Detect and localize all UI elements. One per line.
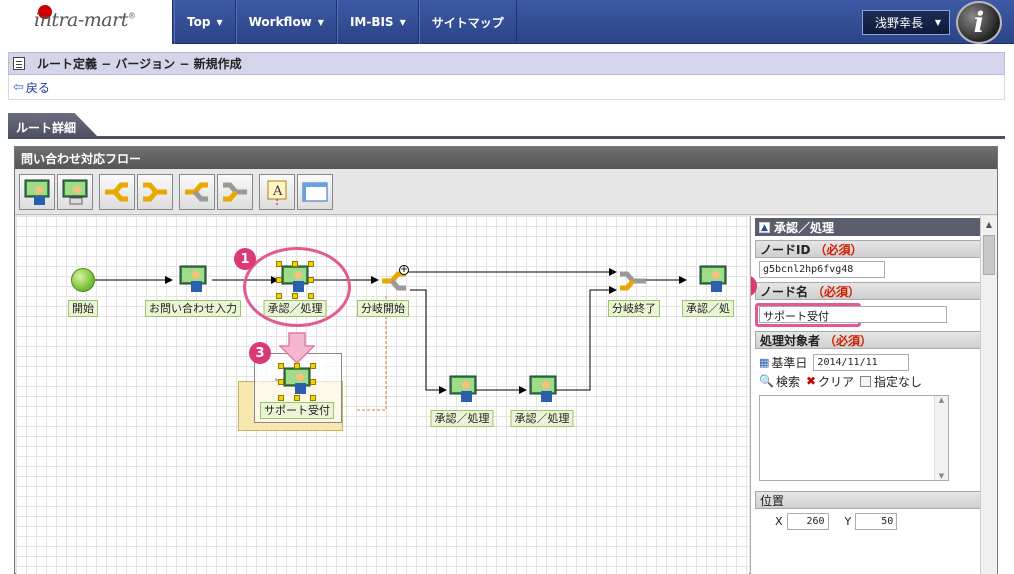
caret-down-icon: ▼ <box>399 17 406 27</box>
node-id-field[interactable]: g5bcnl2hp6fvg48 <box>759 261 885 278</box>
search-icon[interactable]: 🔍 <box>759 374 774 388</box>
back-arrow-icon[interactable]: ⇦ <box>13 79 24 95</box>
property-scrollbar[interactable]: ▲ <box>980 216 997 574</box>
flow-title: 問い合わせ対応フロー <box>15 147 997 169</box>
position-x-field[interactable]: 260 <box>786 512 829 530</box>
selection-handle[interactable] <box>310 363 316 369</box>
unspecified-label: 指定なし <box>874 374 923 389</box>
calendar-icon[interactable]: ▦ <box>759 355 770 369</box>
selection-handle[interactable] <box>294 395 300 401</box>
branch-start-gray-icon[interactable] <box>179 173 215 210</box>
property-panel: ▲ 承認／処理 ノードID（必須） g5bcnl2hp6fvg48 ノード名（必… <box>750 216 997 574</box>
down-arrow-icon <box>279 332 315 364</box>
scroll-down-icon[interactable]: ▼ <box>938 472 945 480</box>
nav-workflow[interactable]: Workflow▼ <box>235 0 337 44</box>
node-name-row: サポート受付 2 <box>751 275 981 327</box>
caret-down-icon: ▼ <box>317 17 324 27</box>
text-tool-icon[interactable]: A <box>259 173 295 210</box>
page-titlebar: ルート定義 − バージョン − 新規作成 <box>8 52 1005 75</box>
app-header: intra-mart® Top▼ Workflow▼ IM-BIS▼ サイトマッ… <box>0 0 1014 44</box>
node-name-heading: ノード名（必須） <box>755 282 981 300</box>
start-node-icon[interactable] <box>71 268 95 292</box>
process-node-icon[interactable] <box>19 173 55 210</box>
process-node-icon[interactable] <box>698 264 728 294</box>
user-menu-button[interactable]: 浅野幸長▼ <box>862 10 950 35</box>
node-label-approve-right[interactable]: 承認／処 <box>682 300 734 317</box>
node-label-approve-lower-1[interactable]: 承認／処理 <box>430 410 494 427</box>
nav-top[interactable]: Top▼ <box>174 0 236 44</box>
scroll-thumb[interactable] <box>983 235 995 275</box>
scroll-up-icon[interactable]: ▲ <box>938 396 945 404</box>
clear-icon[interactable]: ✖ <box>805 374 817 388</box>
nav-im-bis[interactable]: IM-BIS▼ <box>336 0 419 44</box>
node-label-inquiry-input[interactable]: お問い合わせ入力 <box>145 300 241 317</box>
highlight-ellipse <box>243 247 351 327</box>
target-heading: 処理対象者（必須） <box>755 331 981 349</box>
selection-handle[interactable] <box>310 395 316 401</box>
nav-sitemap[interactable]: サイトマップ <box>418 0 517 44</box>
process-node-icon[interactable] <box>282 366 312 396</box>
process-node-icon[interactable] <box>448 374 478 404</box>
caret-down-icon: ▼ <box>216 17 223 27</box>
node-name-field[interactable]: サポート受付 <box>759 306 947 323</box>
node-label-approve-lower-2[interactable]: 承認／処理 <box>510 410 574 427</box>
branch-end-node-icon[interactable] <box>618 266 648 296</box>
selection-handle[interactable] <box>310 379 316 385</box>
unspecified-checkbox[interactable] <box>860 375 872 387</box>
search-link[interactable]: 検索 <box>775 374 800 389</box>
position-row: X 260 Y 50 <box>775 512 981 530</box>
selection-handle[interactable] <box>278 363 284 369</box>
callout-2: 2 <box>751 275 757 297</box>
back-bar: ⇦ 戻る <box>8 75 1005 100</box>
flow-panel: 問い合わせ対応フロー A <box>14 146 998 574</box>
flow-canvas[interactable]: 開始 お問い合わせ入力 承認／処理 1 + 分岐開始 分岐終了 承認／処 承認／… <box>16 216 749 574</box>
tab-underline <box>8 136 1005 139</box>
tab-route-detail[interactable]: ルート詳細 <box>8 113 98 137</box>
document-icon <box>13 57 25 70</box>
page-title: ルート定義 − バージョン − 新規作成 <box>37 57 242 71</box>
back-link[interactable]: 戻る <box>25 80 50 95</box>
node-id-heading: ノードID（必須） <box>755 240 981 258</box>
scroll-up-icon[interactable]: ▲ <box>985 220 993 229</box>
node-label-support[interactable]: サポート受付 <box>260 402 334 419</box>
process-node-alt-icon[interactable] <box>57 173 93 210</box>
node-label-branch-start[interactable]: 分岐開始 <box>357 300 409 317</box>
user-avatar[interactable]: i <box>956 1 1002 44</box>
logo-text: intra-mart® <box>34 9 136 31</box>
target-list-scrollbar[interactable]: ▲ ▼ <box>934 396 948 480</box>
base-date-field[interactable]: 2014/11/11 <box>813 353 910 371</box>
logo-dot-icon <box>38 5 52 19</box>
callout-1: 1 <box>234 248 256 270</box>
branch-end-icon[interactable] <box>137 173 173 210</box>
intra-mart-logo[interactable]: intra-mart® <box>0 0 173 44</box>
selection-handle[interactable] <box>278 395 284 401</box>
collapse-icon[interactable]: ▲ <box>759 221 770 233</box>
branch-start-icon[interactable] <box>99 173 135 210</box>
caret-down-icon: ▼ <box>934 18 941 27</box>
flow-toolbar: A <box>15 169 997 215</box>
selection-handle[interactable] <box>278 379 284 385</box>
svg-text:A: A <box>272 184 283 199</box>
target-list[interactable]: ▲ ▼ <box>759 395 949 481</box>
callout-3: 3 <box>249 342 271 364</box>
target-actions-row: 🔍 検索 ✖ クリア 指定なし <box>759 373 981 389</box>
position-heading: 位置 <box>755 491 981 509</box>
process-node-icon[interactable] <box>178 264 208 294</box>
window-tool-icon[interactable] <box>297 173 333 210</box>
node-label-start[interactable]: 開始 <box>68 300 98 317</box>
position-y-field[interactable]: 50 <box>855 512 898 530</box>
process-node-icon[interactable] <box>528 374 558 404</box>
node-label-branch-end[interactable]: 分岐終了 <box>608 300 660 317</box>
property-title[interactable]: ▲ 承認／処理 <box>755 218 981 236</box>
add-branch-icon[interactable]: + <box>399 265 409 275</box>
global-nav: Top▼ Workflow▼ IM-BIS▼ サイトマップ <box>174 0 517 44</box>
branch-end-gray-icon[interactable] <box>217 173 253 210</box>
base-date-row: ▦ 基準日 2014/11/11 <box>759 353 981 371</box>
clear-link[interactable]: クリア <box>818 374 855 389</box>
